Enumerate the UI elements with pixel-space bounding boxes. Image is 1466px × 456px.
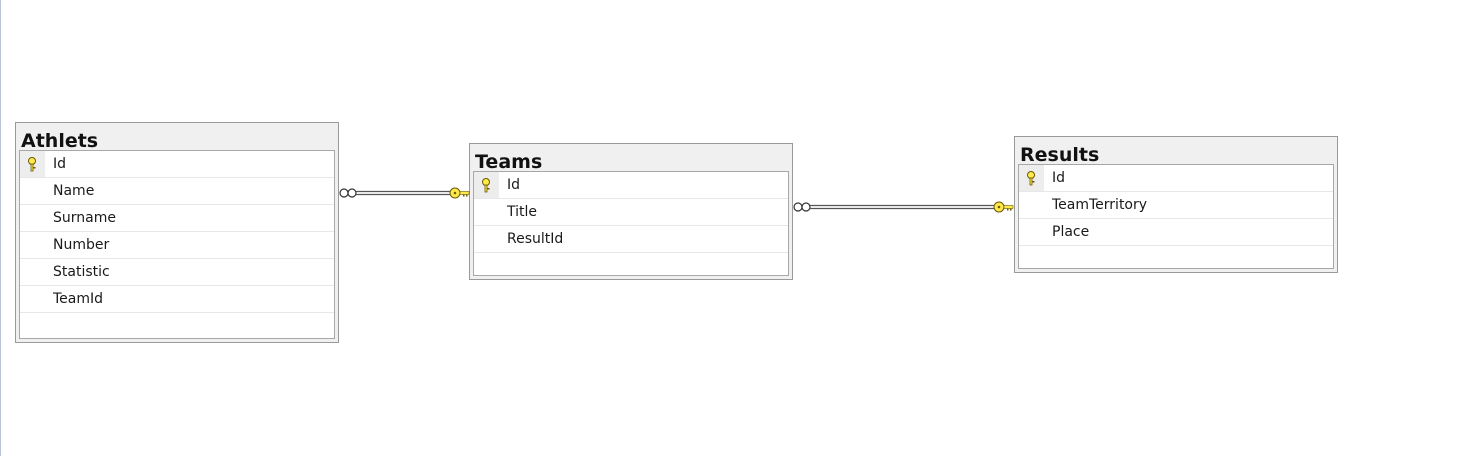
- column-row[interactable]: Place: [1019, 219, 1333, 246]
- column-name: TeamTerritory: [1052, 197, 1148, 213]
- column-name: Place: [1052, 224, 1090, 240]
- column-grid: Id TeamTerritory Place: [1018, 164, 1334, 269]
- row-selector[interactable]: [20, 205, 45, 231]
- row-selector[interactable]: [1019, 219, 1044, 245]
- column-row[interactable]: Id: [20, 151, 334, 178]
- key-icon: [449, 187, 470, 199]
- column-row[interactable]: TeamId: [20, 286, 334, 313]
- table-athlets[interactable]: Athlets Id Name Surname Number Statistic…: [15, 122, 339, 343]
- column-row[interactable]: Id: [1019, 165, 1333, 192]
- column-row[interactable]: Name: [20, 178, 334, 205]
- row-selector[interactable]: [20, 259, 45, 285]
- table-title: Teams: [475, 151, 543, 173]
- column-name: Surname: [53, 210, 116, 226]
- column-row[interactable]: Title: [474, 199, 788, 226]
- table-results[interactable]: Results Id TeamTerritory Place: [1014, 136, 1338, 273]
- column-name: Id: [53, 156, 67, 172]
- column-grid: Id Name Surname Number Statistic TeamId: [19, 150, 335, 339]
- column-row[interactable]: Number: [20, 232, 334, 259]
- table-title: Results: [1020, 144, 1100, 166]
- row-selector[interactable]: [20, 151, 45, 177]
- table-title: Athlets: [21, 130, 99, 152]
- key-icon: [993, 201, 1014, 213]
- column-row[interactable]: Id: [474, 172, 788, 199]
- key-icon: [482, 178, 490, 193]
- column-name: ResultId: [507, 231, 564, 247]
- column-name: Title: [507, 204, 538, 220]
- column-name: TeamId: [53, 291, 104, 307]
- column-row[interactable]: TeamTerritory: [1019, 192, 1333, 219]
- table-teams[interactable]: Teams Id Title ResultId: [469, 143, 793, 280]
- column-name: Id: [1052, 170, 1066, 186]
- row-selector[interactable]: [474, 226, 499, 252]
- relationship-teams-results[interactable]: [793, 201, 1014, 213]
- row-selector[interactable]: [474, 172, 499, 198]
- infinity-icon: [339, 188, 357, 198]
- row-selector[interactable]: [1019, 165, 1044, 191]
- row-selector[interactable]: [20, 178, 45, 204]
- infinity-icon: [793, 202, 811, 212]
- key-icon: [28, 157, 36, 172]
- column-name: Statistic: [53, 264, 110, 280]
- column-row[interactable]: ResultId: [474, 226, 788, 253]
- column-name: Id: [507, 177, 521, 193]
- row-selector[interactable]: [1019, 192, 1044, 218]
- row-selector[interactable]: [20, 232, 45, 258]
- column-name: Number: [53, 237, 110, 253]
- column-row[interactable]: Surname: [20, 205, 334, 232]
- canvas-left-border: [0, 0, 1, 456]
- column-grid: Id Title ResultId: [473, 171, 789, 276]
- column-name: Name: [53, 183, 95, 199]
- column-row[interactable]: Statistic: [20, 259, 334, 286]
- row-selector[interactable]: [20, 286, 45, 312]
- key-icon: [1027, 171, 1035, 186]
- row-selector[interactable]: [474, 199, 499, 225]
- relationship-athlets-teams[interactable]: [339, 187, 470, 199]
